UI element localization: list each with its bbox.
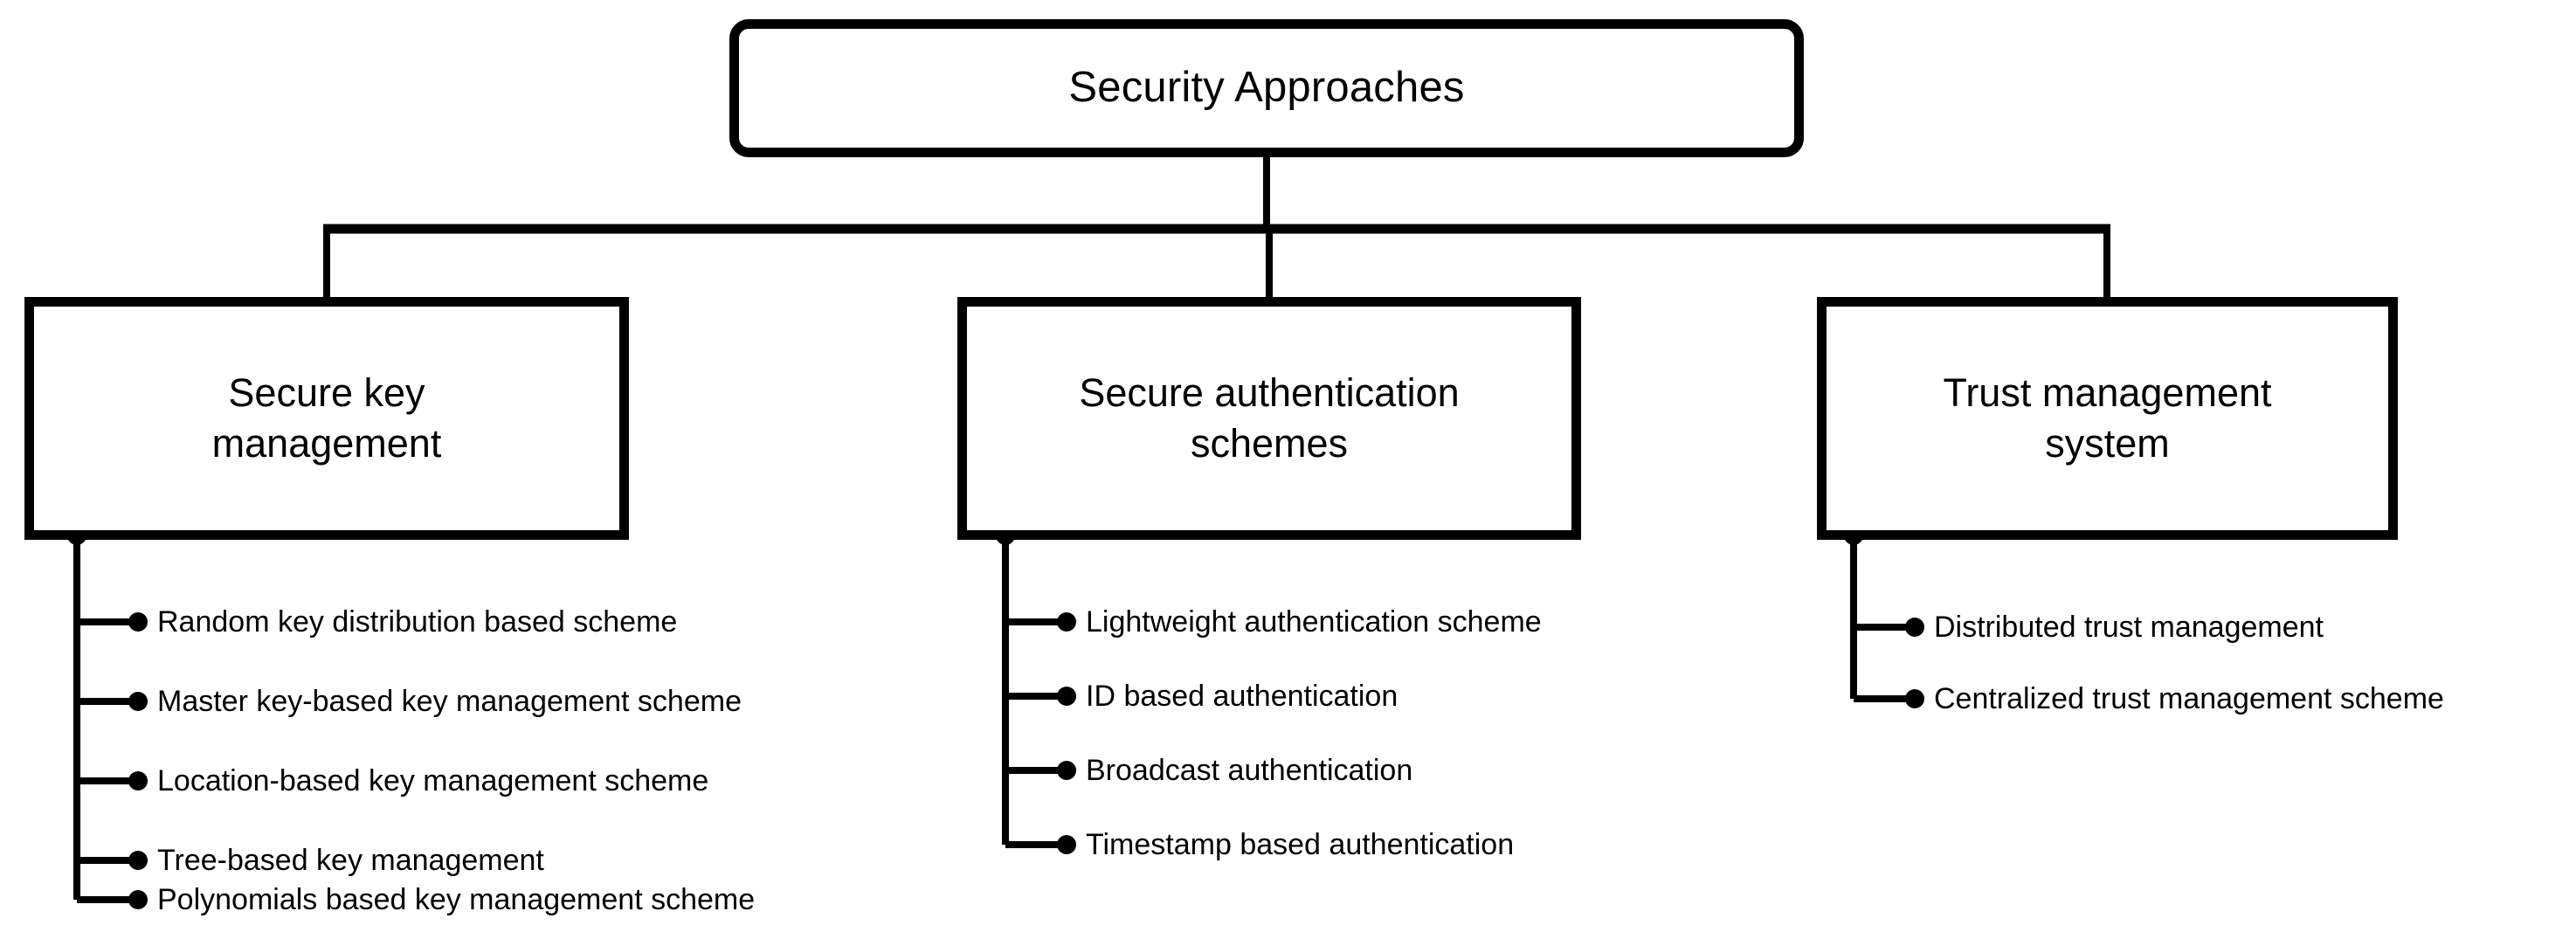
leaf-bullet-1-1 xyxy=(1057,687,1076,706)
root-node-label: Security Approaches xyxy=(1068,64,1465,112)
branch-node-label: Secure authentication schemes xyxy=(1063,368,1474,468)
leaf-bullet-0-2 xyxy=(128,771,148,791)
branch-label-line-2: system xyxy=(2045,421,2170,466)
leaf-label[interactable]: Centralized trust management scheme xyxy=(1934,682,2444,715)
branch-label-line-1: Secure authentication xyxy=(1079,370,1460,416)
leaf-label[interactable]: Broadcast authentication xyxy=(1086,754,1413,787)
leaf-label[interactable]: Tree-based key management xyxy=(157,844,544,877)
leaf-label[interactable]: Polynomials based key management scheme xyxy=(157,883,756,916)
root-node-security-approaches[interactable]: Security Approaches xyxy=(729,19,1804,157)
leaf-bullet-1-3 xyxy=(1057,835,1076,854)
leaf-bullet-0-0 xyxy=(128,612,148,632)
leaf-label[interactable]: ID based authentication xyxy=(1086,680,1398,713)
leaf-label[interactable]: Location-based key management scheme xyxy=(157,764,709,797)
leaf-bullet-2-1 xyxy=(1905,689,1924,708)
branch-label-line-1: Trust management xyxy=(1943,370,2272,416)
branch-node-label: Trust management system xyxy=(1928,368,2288,468)
leaf-bullet-1-0 xyxy=(1057,612,1076,632)
branch-label-line-2: schemes xyxy=(1190,421,1349,466)
leaf-bullet-2-0 xyxy=(1905,618,1924,637)
branch-node-secure-key-management[interactable]: Secure key management xyxy=(24,297,629,540)
branch-node-trust-management-system[interactable]: Trust management system xyxy=(1817,297,2398,540)
leaf-bullet-0-1 xyxy=(128,692,148,711)
leaf-bullet-0-4 xyxy=(128,890,148,909)
leaf-bullet-0-3 xyxy=(128,851,148,870)
leaf-label[interactable]: Distributed trust management xyxy=(1934,611,2324,644)
leaf-label[interactable]: Lightweight authentication scheme xyxy=(1086,605,1542,639)
branch-label-line-2: management xyxy=(211,421,442,466)
branch-node-secure-authentication-schemes[interactable]: Secure authentication schemes xyxy=(957,297,1581,540)
leaf-label[interactable]: Timestamp based authentication xyxy=(1086,828,1515,861)
leaf-label[interactable]: Random key distribution based scheme xyxy=(157,605,678,639)
leaf-label[interactable]: Master key-based key management scheme xyxy=(157,685,742,718)
leaf-bullet-1-2 xyxy=(1057,761,1076,780)
branch-node-label: Secure key management xyxy=(197,368,458,468)
branch-label-line-1: Secure key xyxy=(228,370,425,416)
